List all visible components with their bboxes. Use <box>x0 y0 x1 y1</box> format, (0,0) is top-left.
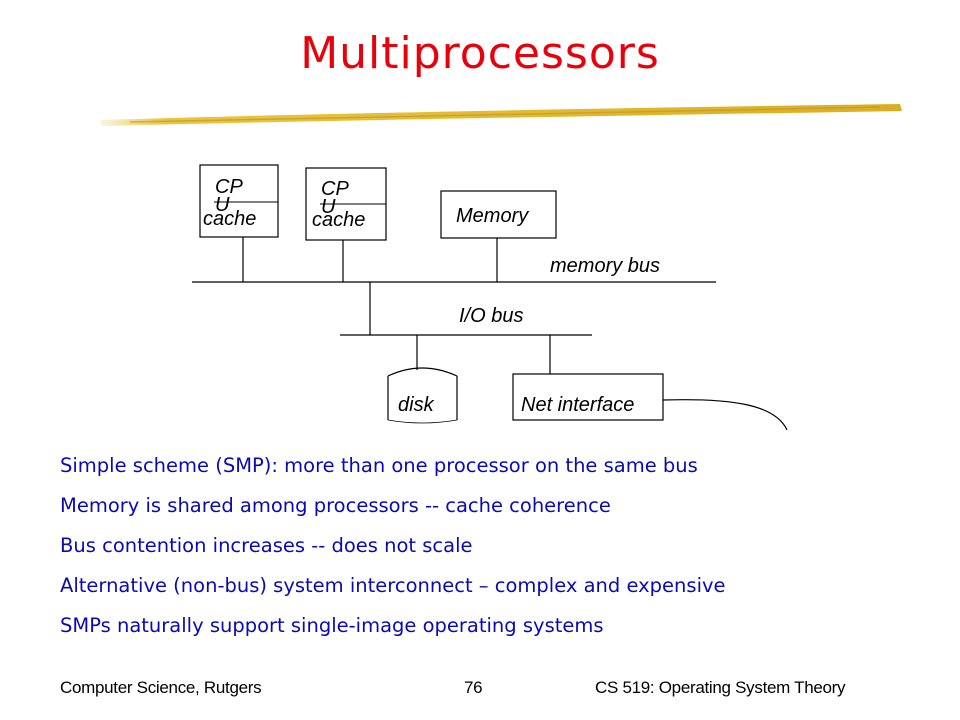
footer-right: CS 519: Operating System Theory <box>595 678 846 697</box>
bullet-item: SMPs naturally support single-image oper… <box>60 614 604 637</box>
title-underline <box>100 104 902 126</box>
bullet-item: Memory is shared among processors -- cac… <box>60 494 611 517</box>
bullet-item: Alternative (non-bus) system interconnec… <box>60 574 726 597</box>
bullet-item: Bus contention increases -- does not sca… <box>60 534 473 557</box>
disk-label: disk <box>398 394 435 416</box>
bullet-list: Simple scheme (SMP): more than one proce… <box>60 446 726 646</box>
disk-cylinder <box>387 367 458 424</box>
memory-label: Memory <box>456 205 529 227</box>
bullet-item: Simple scheme (SMP): more than one proce… <box>60 454 698 477</box>
cpu1-box <box>199 164 279 238</box>
footer-left: Computer Science, Rutgers <box>60 678 262 697</box>
slide-title: Multiprocessors <box>300 28 660 79</box>
cpu1-cache-label: cache <box>203 208 256 230</box>
footer-page-number: 76 <box>464 678 483 697</box>
memory-box <box>440 190 557 239</box>
memory-bus-label: memory bus <box>550 255 660 277</box>
cpu2-cache-label: cache <box>312 209 365 231</box>
net-interface-box <box>512 373 664 421</box>
network-cable <box>662 399 788 431</box>
net-interface-label: Net interface <box>521 394 634 416</box>
io-bus-label: I/O bus <box>459 305 523 327</box>
